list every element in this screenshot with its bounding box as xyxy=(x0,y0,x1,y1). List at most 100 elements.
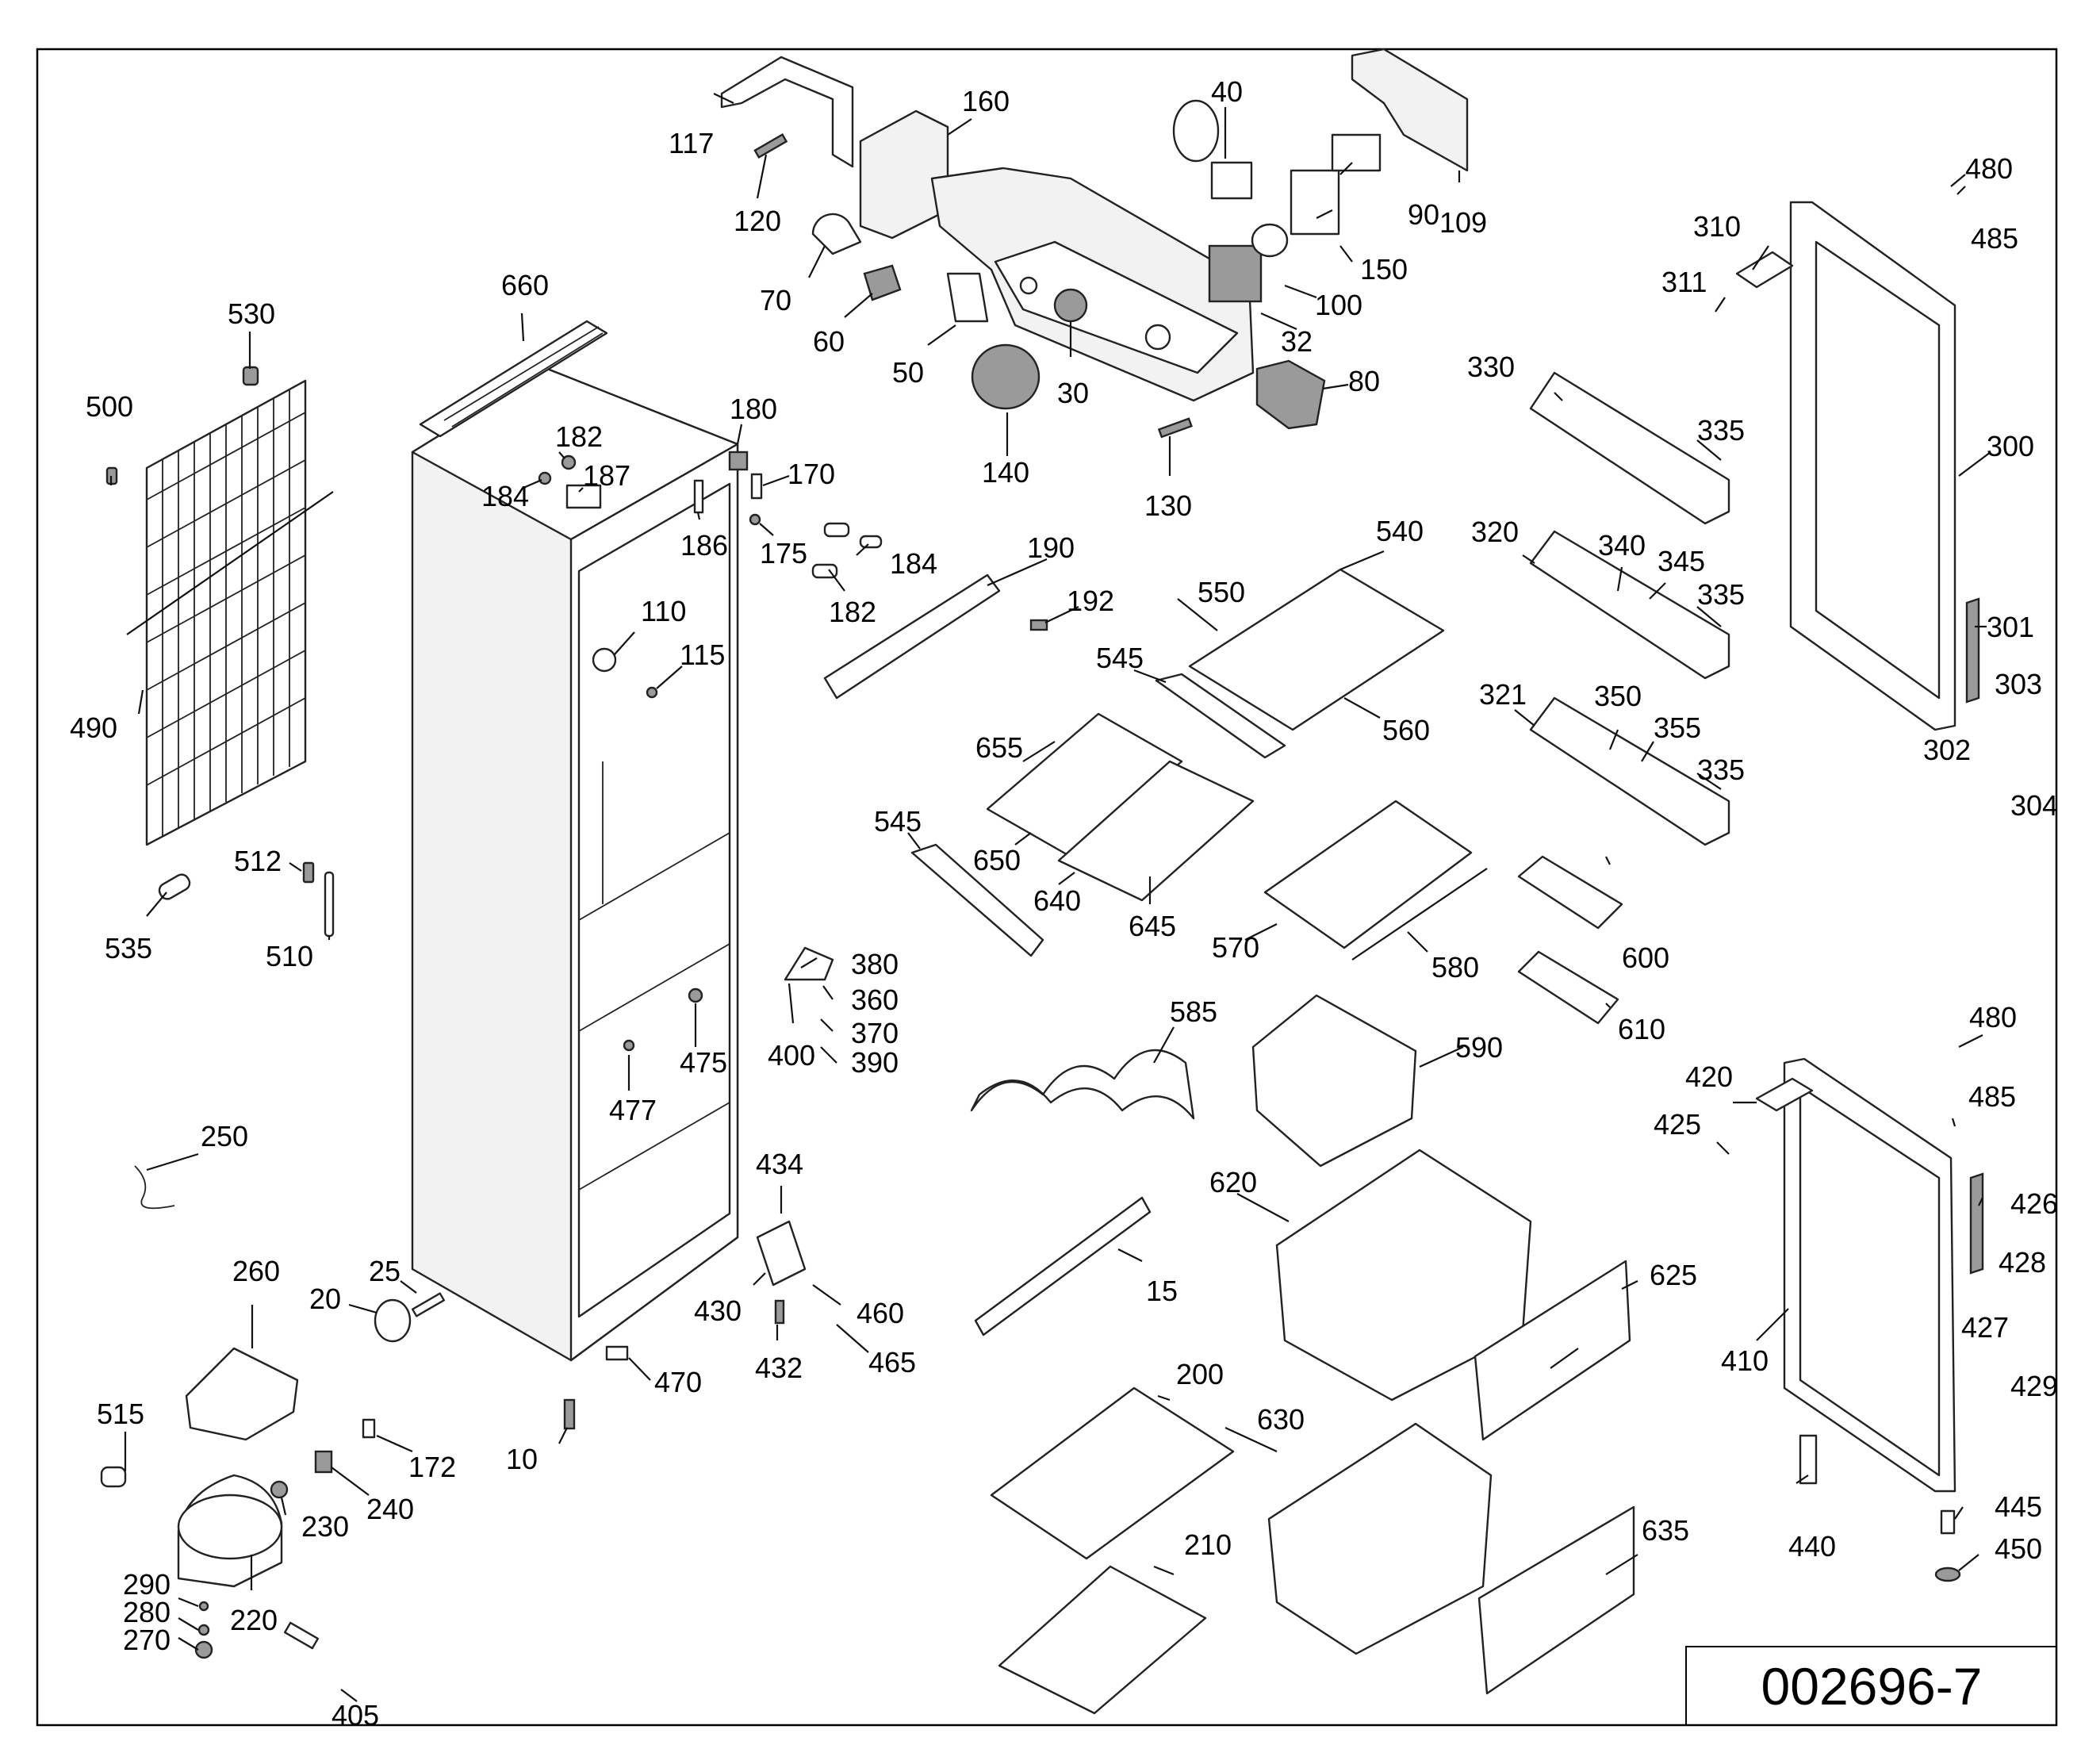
callout-580: 580 xyxy=(1431,951,1479,984)
screw-530 xyxy=(242,366,259,386)
label-470 xyxy=(605,1345,629,1361)
callout-300: 300 xyxy=(1987,430,2034,462)
door-shelf-330 xyxy=(1529,371,1730,525)
callout-390: 390 xyxy=(851,1046,899,1079)
switch-80 xyxy=(1255,359,1326,430)
clip-512 xyxy=(302,861,315,884)
bracket-117 xyxy=(720,56,854,168)
screw-184 xyxy=(538,471,552,485)
condenser-490 xyxy=(126,379,334,846)
callout-80: 80 xyxy=(1348,365,1380,397)
callout-130: 130 xyxy=(1144,489,1192,522)
callout-400: 400 xyxy=(768,1039,815,1072)
bracket-420 xyxy=(1755,1077,1814,1112)
callout-15: 15 xyxy=(1146,1275,1178,1307)
callout-450: 450 xyxy=(1995,1532,2042,1565)
callout-190: 190 xyxy=(1027,531,1075,564)
callout-40: 40 xyxy=(1211,75,1243,108)
callout-360: 360 xyxy=(851,984,899,1016)
bolt-170 xyxy=(750,473,763,500)
plug-475 xyxy=(688,987,703,1003)
callout-192: 192 xyxy=(1067,585,1114,617)
callout-182a: 182 xyxy=(555,420,603,453)
bolt-432 xyxy=(774,1299,785,1325)
callout-150: 150 xyxy=(1360,253,1408,286)
callout-426: 426 xyxy=(2010,1187,2058,1220)
callout-410: 410 xyxy=(1721,1344,1769,1377)
callout-625: 625 xyxy=(1650,1259,1697,1291)
callout-140: 140 xyxy=(982,456,1029,489)
callout-515: 515 xyxy=(97,1398,144,1430)
callout-429: 429 xyxy=(2010,1370,2058,1402)
callout-70: 70 xyxy=(760,284,791,316)
plate-200 xyxy=(990,1386,1235,1560)
callout-480a: 480 xyxy=(1965,152,2013,185)
pin-186 xyxy=(693,479,704,514)
callout-640: 640 xyxy=(1033,884,1081,917)
callout-187: 187 xyxy=(583,459,630,492)
callout-335a: 335 xyxy=(1697,414,1745,447)
callout-610: 610 xyxy=(1618,1013,1665,1045)
callout-620: 620 xyxy=(1209,1166,1257,1198)
axle-25 xyxy=(411,1292,446,1317)
callout-110: 110 xyxy=(641,595,686,627)
trim-545b xyxy=(910,843,1044,957)
ring-40 xyxy=(1172,99,1220,163)
callout-20: 20 xyxy=(309,1283,341,1315)
callout-160: 160 xyxy=(962,85,1010,117)
callout-477: 477 xyxy=(609,1094,657,1126)
callout-345: 345 xyxy=(1658,545,1705,577)
callout-270: 270 xyxy=(123,1624,171,1656)
callout-30: 30 xyxy=(1057,377,1089,409)
callout-545a: 545 xyxy=(1096,642,1144,674)
tube-515 xyxy=(100,1466,127,1488)
shelf-640 xyxy=(1057,760,1255,902)
egg-tray-600 xyxy=(1517,855,1623,930)
callout-485b: 485 xyxy=(1968,1080,2016,1113)
callout-117: 117 xyxy=(669,127,714,159)
front-625 xyxy=(1474,1260,1631,1441)
bushing-445 xyxy=(1940,1509,1956,1535)
lamp-holder-90 xyxy=(1331,133,1382,172)
shelf-540 xyxy=(1188,568,1445,731)
callout-370: 370 xyxy=(851,1017,899,1049)
callout-485a: 485 xyxy=(1971,222,2018,255)
washer-450 xyxy=(1934,1567,1961,1582)
callout-60: 60 xyxy=(813,325,845,358)
callout-470: 470 xyxy=(654,1366,702,1398)
callout-182b: 182 xyxy=(829,596,876,628)
callout-25: 25 xyxy=(369,1255,400,1287)
bracket-310 xyxy=(1735,251,1794,289)
callout-184a: 184 xyxy=(481,480,529,512)
callout-355: 355 xyxy=(1654,711,1701,744)
callout-210: 210 xyxy=(1184,1528,1232,1561)
ice-tray-610 xyxy=(1517,950,1619,1025)
callout-645: 645 xyxy=(1129,910,1176,942)
plate-210 xyxy=(998,1565,1207,1715)
label-187 xyxy=(565,484,602,509)
hinge-430 xyxy=(756,1220,807,1287)
diagram-frame xyxy=(36,48,2058,1727)
callout-405: 405 xyxy=(332,1699,379,1731)
callout-301: 301 xyxy=(1987,611,2034,643)
housing-30 xyxy=(930,167,1255,402)
leader-lines xyxy=(109,93,1991,1702)
callout-310: 310 xyxy=(1693,210,1741,243)
callout-650: 650 xyxy=(973,844,1021,876)
diagram-code: 002696-7 xyxy=(1761,1657,1983,1716)
callout-109: 109 xyxy=(1439,206,1487,239)
callout-590: 590 xyxy=(1455,1031,1503,1064)
callout-186: 186 xyxy=(680,529,728,562)
callout-432: 432 xyxy=(755,1352,803,1384)
door-300 xyxy=(1789,201,1956,731)
callout-600: 600 xyxy=(1622,941,1669,974)
callout-570: 570 xyxy=(1212,931,1259,964)
part-230 xyxy=(270,1480,289,1499)
part-270 xyxy=(194,1640,213,1659)
callout-304: 304 xyxy=(2010,789,2058,822)
callout-330: 330 xyxy=(1467,351,1515,383)
washer-175 xyxy=(749,513,761,526)
callout-230: 230 xyxy=(301,1510,349,1543)
screw-120 xyxy=(753,133,788,159)
callout-32: 32 xyxy=(1281,325,1313,358)
